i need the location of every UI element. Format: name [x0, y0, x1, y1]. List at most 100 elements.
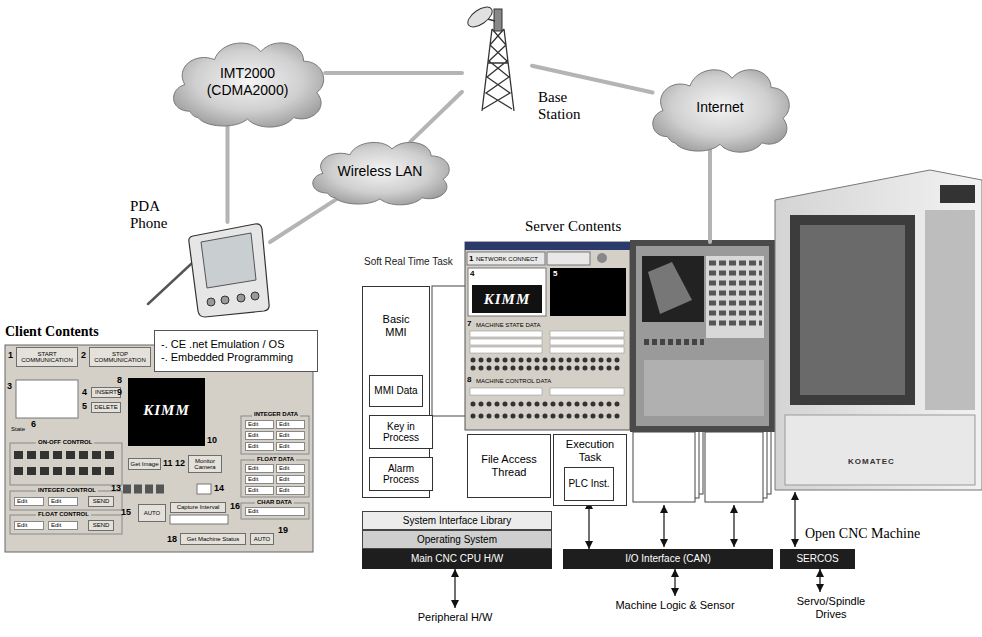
- pda-part: [237, 294, 245, 302]
- client-screenshot: [14, 467, 118, 475]
- edit-field: Edit: [276, 464, 305, 473]
- pda-part: [201, 233, 256, 288]
- cnc-controller: [709, 261, 762, 266]
- callout-number: 19: [278, 526, 288, 536]
- ui-button: SEND: [88, 520, 114, 531]
- server-screenshot: [473, 414, 624, 419]
- server-screenshot: [472, 285, 542, 313]
- cloud-shape: [165, 33, 330, 130]
- ui-button: Monitor Camera: [188, 455, 222, 473]
- connector: [674, 569, 675, 596]
- server-screenshot: [550, 388, 624, 395]
- node-label: IMT2000 (CDMA2000): [200, 65, 295, 97]
- server-screenshot: [550, 331, 624, 337]
- cnc-controller: [706, 256, 764, 338]
- device-label: Servo/Spindle Drives: [785, 592, 877, 624]
- client-screenshot: [170, 515, 228, 524]
- cnc-controller: [636, 246, 769, 426]
- edit-field: Edit: [14, 521, 44, 530]
- node-label: Wireless LAN: [338, 163, 423, 179]
- node-label: -. CE .net Emulation / OS: [161, 338, 285, 351]
- cnc-machine: [940, 185, 975, 203]
- callout-number: 11: [163, 459, 173, 469]
- cnc-controller: [644, 360, 764, 416]
- edit-field: Edit: [276, 431, 305, 440]
- node-label: I/O Interface (CAN): [625, 553, 711, 565]
- callout-number: 14: [214, 484, 224, 494]
- node-label: Internet: [696, 99, 743, 115]
- server-screenshot: [550, 339, 624, 345]
- pda-part: [207, 298, 215, 306]
- callout-number: 4: [82, 388, 87, 398]
- group-title: CHAR DATA: [255, 499, 294, 506]
- edit-field: Edit: [276, 442, 305, 451]
- client-screenshot: [128, 378, 205, 446]
- network-link: [226, 124, 230, 222]
- cnc-controller: [709, 311, 762, 316]
- process-box: Key in Process: [369, 415, 433, 449]
- client-screenshot: [241, 460, 309, 497]
- pda-part: [221, 296, 229, 304]
- stylus: [148, 252, 204, 304]
- callout-number: 1: [8, 351, 13, 361]
- cnc-controller: [709, 321, 762, 326]
- edit-field: Edit: [245, 486, 274, 495]
- client-screenshot: [10, 491, 122, 510]
- node-label: Execution Task: [554, 438, 626, 463]
- brand-text: KOMATEC: [848, 458, 895, 467]
- callout-number: 18: [167, 535, 177, 545]
- server-screenshot: [550, 268, 626, 316]
- callout-number: 5: [553, 270, 557, 279]
- edit-field: Edit: [245, 442, 274, 451]
- network-cloud: Internet: [645, 60, 795, 155]
- pda-part: [189, 224, 269, 317]
- callout-number: 3: [7, 382, 12, 392]
- task-box: Execution TaskPLC Inst.: [553, 434, 627, 506]
- callout-number: 15: [121, 508, 131, 518]
- ui-button: Capture Interval: [170, 502, 226, 513]
- callout-number: 8: [467, 376, 471, 385]
- network-link: [708, 150, 712, 242]
- network-link: [410, 92, 462, 142]
- node-label: -. Embedded Programming: [161, 351, 293, 364]
- node-label: Operating System: [417, 534, 497, 546]
- plc-box: PLC Inst.: [564, 467, 614, 501]
- connector: [819, 569, 820, 592]
- client-screenshot: [197, 484, 211, 494]
- annotation: Soft Real Time Task: [364, 256, 453, 267]
- network-link: [532, 66, 653, 93]
- hardware-bar: SERCOS: [780, 549, 855, 569]
- node-label: MMI Data: [374, 385, 417, 397]
- cnc-controller: [709, 281, 762, 286]
- cnc-controller: [648, 262, 692, 314]
- server-screenshot: [547, 252, 590, 265]
- edit-field: Edit: [14, 497, 44, 506]
- node-heading: Base Station: [538, 89, 610, 123]
- group-title: INTEGER CONTROL: [36, 487, 98, 494]
- edit-field: Edit: [245, 475, 274, 484]
- server-screenshot: [473, 402, 624, 407]
- node-label: Peripheral H/W: [418, 611, 493, 624]
- server-screenshot: [473, 366, 624, 371]
- callout-number: 9: [117, 388, 122, 398]
- server-screenshot: [550, 347, 624, 353]
- group-title: INTEGER DATA: [252, 411, 300, 418]
- edit-field: Edit: [245, 420, 274, 429]
- tower-part: [465, 3, 496, 31]
- edit-field: Edit: [245, 464, 274, 473]
- ui-button: DELETE: [91, 402, 121, 413]
- ui-button: AUTO: [138, 504, 166, 522]
- edit-field: Edit: [48, 521, 78, 530]
- node-label: Alarm Process: [370, 463, 432, 486]
- ui-button: INSERT: [91, 387, 121, 398]
- callout-number: 16: [230, 502, 240, 512]
- callout-number: 6: [31, 420, 36, 430]
- tower-part: [482, 29, 514, 111]
- server-screenshot: [465, 242, 630, 430]
- device-label: Peripheral H/W: [405, 608, 505, 626]
- node-label: PLC Inst.: [568, 478, 609, 490]
- edit-field: Edit: [48, 497, 78, 506]
